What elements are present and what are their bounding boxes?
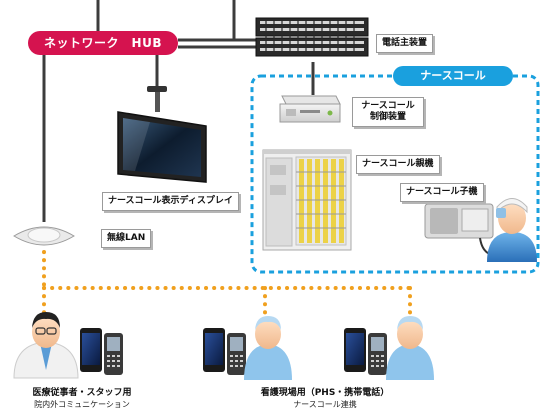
handset-device-icon — [424, 203, 530, 257]
nurse-call-badge: ナースコール — [393, 66, 513, 86]
staff-caption: 医療従事者・スタッフ用 院内外コミュニケーション — [22, 385, 142, 410]
network-hub: ネットワーク HUB — [28, 31, 178, 55]
nursing-caption-sub: ナースコール連携 — [293, 400, 357, 409]
nurse-figure-2 — [386, 316, 434, 380]
staff-caption-sub: 院内外コミュニケーション — [34, 400, 130, 409]
controller-label-line2: 制御装置 — [369, 112, 406, 122]
wlan-ap-icon — [13, 226, 75, 246]
controller-label-line1: ナースコール — [361, 101, 415, 111]
handset-label: ナースコール子機 — [400, 183, 484, 202]
staff-smartphone-icon — [80, 328, 102, 372]
master-unit-label: ナースコール親機 — [356, 155, 440, 174]
staff-caption-title: 医療従事者・スタッフ用 — [32, 388, 132, 398]
controller-icon — [279, 95, 341, 123]
nursing-mobile-icon-1 — [227, 333, 246, 375]
nursing-smartphone-icon-2 — [344, 328, 366, 372]
nursing-caption: 看護現場用（PHS・携帯電話） ナースコール連携 — [230, 385, 420, 410]
nursing-caption-title: 看護現場用（PHS・携帯電話） — [260, 388, 390, 398]
controller-label: ナースコール 制御装置 — [352, 97, 424, 127]
wlan-label: 無線LAN — [101, 229, 152, 248]
network-lines — [42, 0, 315, 222]
master-unit-icon — [262, 149, 352, 251]
nurse-call-enclosure — [250, 74, 540, 274]
nursing-mobile-icon-2 — [368, 333, 387, 375]
wireless-links — [42, 250, 412, 317]
phone-switch-icon — [255, 17, 369, 57]
phone-switch-label: 電話主装置 — [376, 34, 434, 53]
staff-mobile-icon — [104, 333, 123, 375]
nurse-figure-1 — [244, 316, 292, 380]
patient-figure — [487, 198, 537, 262]
nursing-smartphone-icon-1 — [203, 328, 225, 372]
display-label: ナースコール表示ディスプレイ — [102, 192, 239, 211]
display-icon — [117, 86, 207, 183]
staff-doctor-figure — [13, 312, 79, 379]
